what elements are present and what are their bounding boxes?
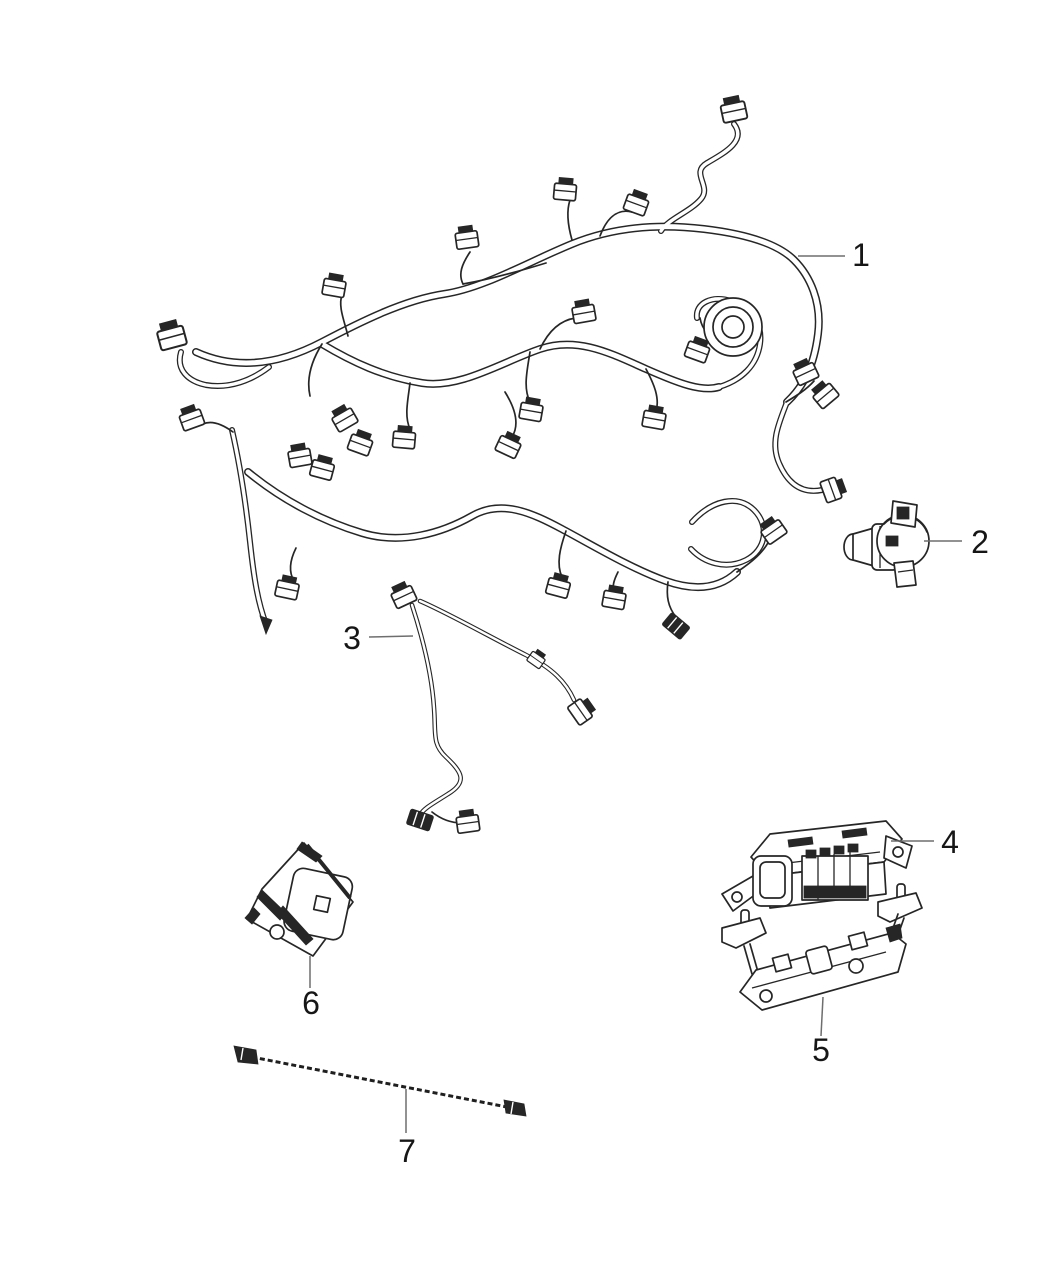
bracket-module-part <box>244 841 354 957</box>
connector-icon <box>327 401 360 434</box>
callout-7-number[interactable]: 7 <box>398 1133 416 1169</box>
connector-icon <box>493 428 525 460</box>
connector-icon <box>285 441 314 469</box>
callout-4-number[interactable]: 4 <box>941 824 959 860</box>
switch-part <box>843 500 930 588</box>
callout-3-number[interactable]: 3 <box>343 620 361 656</box>
callout-3: 3 <box>343 620 414 656</box>
wire-end-connector-right <box>503 1099 527 1117</box>
callout-4: 4 <box>891 824 959 860</box>
bracket-part <box>721 883 923 1011</box>
callout-6-number[interactable]: 6 <box>302 985 320 1021</box>
connector-icon <box>346 427 376 458</box>
connector-icon <box>176 402 206 433</box>
connector-icon <box>544 570 574 600</box>
connector-icon <box>153 317 189 352</box>
antenna-wire-part <box>233 1045 527 1117</box>
callout-5-leader <box>820 996 824 1037</box>
module-part <box>721 820 913 912</box>
connector-icon <box>517 395 546 423</box>
connector-icon <box>660 611 692 641</box>
callout-1-number[interactable]: 1 <box>852 237 870 273</box>
jumper-wire-part <box>405 601 599 835</box>
callout-2-number[interactable]: 2 <box>971 524 989 560</box>
connector-icon <box>454 807 481 835</box>
connector-icon <box>453 223 480 251</box>
connector-icon <box>273 573 302 601</box>
connector-icon <box>569 297 598 325</box>
harness-connectors <box>153 93 849 641</box>
connector-icon <box>391 424 418 450</box>
callouts: 1 2 3 4 5 6 7 <box>302 237 989 1169</box>
connector-icon <box>405 807 435 833</box>
callout-3-leader <box>368 635 414 638</box>
connector-icon <box>818 474 849 504</box>
connector-icon <box>640 403 669 431</box>
callout-6: 6 <box>302 956 320 1021</box>
callout-2: 2 <box>924 524 989 560</box>
wire-end-connector-left <box>233 1045 259 1065</box>
callout-5: 5 <box>812 996 830 1068</box>
steering-boss <box>703 297 763 357</box>
callout-1: 1 <box>798 237 870 273</box>
bracket-clips <box>771 923 903 975</box>
connector-icon <box>600 583 629 611</box>
connector-icon <box>552 176 579 202</box>
connector-icon <box>718 93 749 125</box>
main-wiring-harness <box>153 93 849 641</box>
harness-branch-tip <box>259 615 273 636</box>
connector-icon <box>308 452 338 482</box>
connector-icon <box>320 271 349 299</box>
callout-7: 7 <box>398 1089 416 1169</box>
harness-branch-wires <box>202 199 815 618</box>
callout-5-number[interactable]: 5 <box>812 1032 830 1068</box>
